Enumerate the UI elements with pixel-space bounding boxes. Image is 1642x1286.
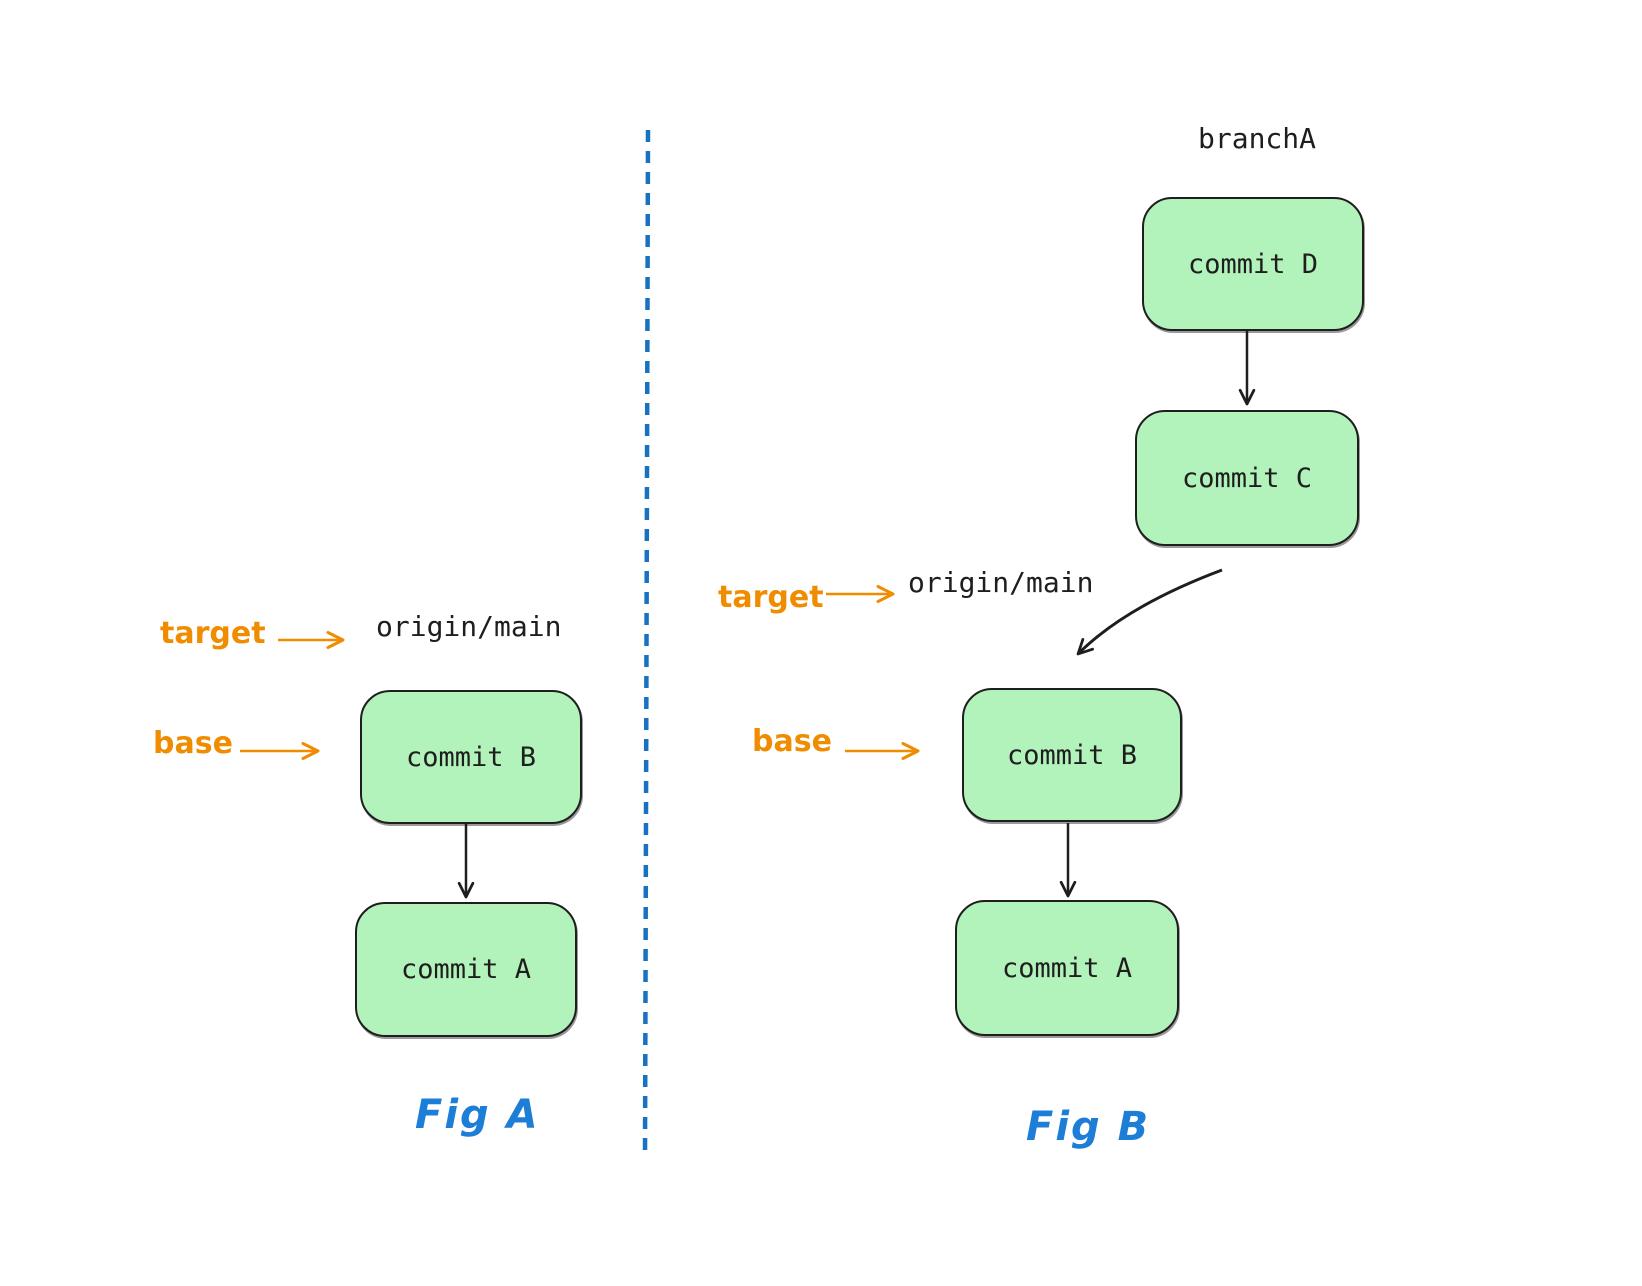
fig-a-commit-a-box: commit A bbox=[355, 902, 577, 1037]
fig-b-commit-b-label: commit B bbox=[1006, 739, 1138, 771]
fig-b-target-label: target bbox=[718, 580, 824, 615]
fig-a-target-label: target bbox=[160, 616, 266, 651]
fig-b-commit-d-box: commit D bbox=[1142, 197, 1364, 331]
fig-a-commit-b-box: commit B bbox=[360, 690, 582, 824]
fig-b-commit-a-label: commit A bbox=[1001, 952, 1133, 984]
fig-a-commit-a-label: commit A bbox=[400, 954, 532, 985]
fig-b-origin-main-ref: origin/main bbox=[908, 566, 1094, 599]
fig-b-base-label: base bbox=[752, 724, 832, 759]
fig-b-commit-a-box: commit A bbox=[955, 900, 1179, 1036]
fig-b-commit-c-label: commit C bbox=[1181, 462, 1313, 494]
fig-a-caption: Fig A bbox=[415, 1092, 540, 1138]
fig-a-base-label: base bbox=[153, 726, 233, 761]
fig-b-branch-a-label: branchA bbox=[1198, 122, 1317, 155]
fig-b-commit-d-label: commit D bbox=[1187, 248, 1319, 280]
fig-b-arrow-commit-c-to-commit-b bbox=[1076, 568, 1223, 656]
figure-divider-dashed-line bbox=[642, 129, 651, 1158]
fig-b-caption: Fig B bbox=[1026, 1104, 1151, 1150]
fig-b-commit-c-box: commit C bbox=[1135, 410, 1359, 546]
fig-a-origin-main-ref: origin/main bbox=[376, 610, 562, 643]
fig-a-commit-b-label: commit B bbox=[405, 741, 537, 773]
fig-b-commit-b-box: commit B bbox=[962, 688, 1182, 822]
